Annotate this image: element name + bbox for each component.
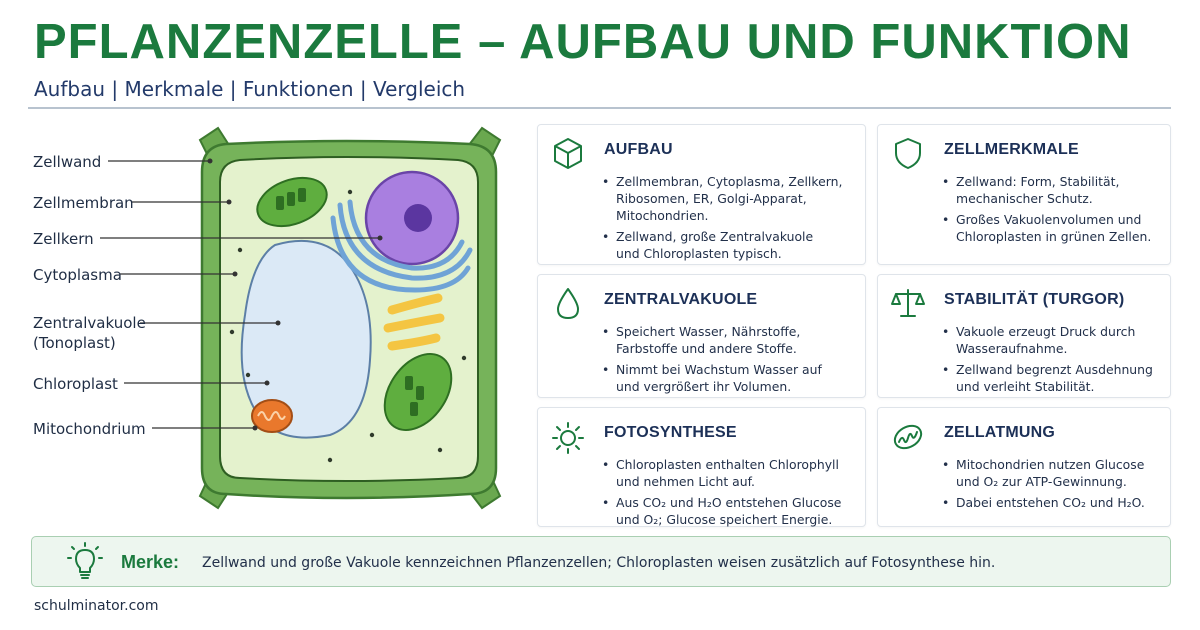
card-zellatmung: ZELLATMUNG Mitochondrien nutzen Glucose … xyxy=(877,407,1171,527)
merke-box: Merke: Zellwand und große Vakuole kennze… xyxy=(31,536,1171,587)
card-title: AUFBAU xyxy=(604,141,673,158)
card-bullets: Zellmembran, Cytoplasma, Zellkern, Ribos… xyxy=(602,173,855,266)
card-bullets: Mitochondrien nutzen Glucose und O₂ zur … xyxy=(942,456,1160,515)
card-title: ZELLMERKMALE xyxy=(944,141,1079,158)
card-bullets: Vakuole erzeugt Druck durch Wasseraufnah… xyxy=(942,323,1160,399)
label-leader-lines xyxy=(100,160,380,429)
label-cytoplasma: Cytoplasma xyxy=(33,266,122,284)
card-bullets: Chloroplasten enthalten Chlorophyll und … xyxy=(602,456,855,532)
merke-text: Zellwand und große Vakuole kennzeichnen … xyxy=(202,555,996,571)
label-zellmembran: Zellmembran xyxy=(33,194,134,212)
shield-icon xyxy=(895,138,921,169)
label-chloroplast: Chloroplast xyxy=(33,375,118,393)
bullet-item: Zellmembran, Cytoplasma, Zellkern, Ribos… xyxy=(602,173,855,224)
card-title: ZENTRALVAKUOLE xyxy=(604,291,758,308)
plant-cell-diagram: Zellwand Zellmembran Zellkern Cytoplasma… xyxy=(0,110,520,530)
card-bullets: Speichert Wasser, Nährstoffe, Farbstoffe… xyxy=(602,323,855,399)
label-zentralvakuole: Zentralvakuole xyxy=(33,314,146,332)
bullet-item: Großes Vakuolenvolumen und Chloroplasten… xyxy=(942,211,1160,245)
card-zentralvakuole: ZENTRALVAKUOLE Speichert Wasser, Nährsto… xyxy=(537,274,866,398)
label-zellwand: Zellwand xyxy=(33,153,102,171)
endoplasmic-reticulum xyxy=(330,199,473,293)
nucleolus xyxy=(404,204,432,232)
bullet-item: Mitochondrien nutzen Glucose und O₂ zur … xyxy=(942,456,1160,490)
card-title: ZELLATMUNG xyxy=(944,424,1056,441)
mitochondrion xyxy=(251,399,293,433)
card-title: STABILITÄT (TURGOR) xyxy=(944,291,1125,308)
bullet-item: Aus CO₂ und H₂O entstehen Glucose und O₂… xyxy=(602,494,855,528)
card-fotosynthese: FOTOSYNTHESE Chloroplasten enthalten Chl… xyxy=(537,407,866,527)
bullet-item: Chloroplasten enthalten Chlorophyll und … xyxy=(602,456,855,490)
bullet-item: Nimmt bei Wachstum Wasser auf und vergrö… xyxy=(602,361,855,395)
chloroplast-1 xyxy=(256,176,328,228)
bullet-item: Zellwand begrenzt Ausdehnung und verleih… xyxy=(942,361,1160,395)
droplet-icon xyxy=(557,288,579,319)
page-title: PFLANZENZELLE – AUFBAU UND FUNKTION xyxy=(34,15,1132,69)
header-divider xyxy=(28,107,1171,109)
merke-label: Merke: xyxy=(121,552,180,572)
scale-icon xyxy=(891,289,925,317)
chloroplast-2 xyxy=(383,353,453,431)
card-zellmerkmale: ZELLMERKMALE Zellwand: Form, Stabilität,… xyxy=(877,124,1171,265)
label-tonoplast: (Tonoplast) xyxy=(33,334,116,352)
card-aufbau: AUFBAU Zellmembran, Cytoplasma, Zellkern… xyxy=(537,124,866,265)
footer-site: schulminator.com xyxy=(34,598,159,614)
ribosome-dots xyxy=(229,189,467,463)
card-stabilitaet: STABILITÄT (TURGOR) Vakuole erzeugt Druc… xyxy=(877,274,1171,398)
label-zellkern: Zellkern xyxy=(33,230,94,248)
lightbulb-icon xyxy=(67,542,103,579)
label-leader-dots xyxy=(207,158,383,431)
card-title: FOTOSYNTHESE xyxy=(604,424,737,441)
plant-cell-illustration xyxy=(100,126,502,510)
cube-icon xyxy=(554,138,582,169)
bullet-item: Dabei entstehen CO₂ und H₂O. xyxy=(942,494,1160,511)
label-mitochondrium: Mitochondrium xyxy=(33,420,146,438)
card-bullets: Zellwand: Form, Stabilität, mechanischer… xyxy=(942,173,1160,249)
sun-icon xyxy=(552,422,584,454)
page-subtitle: Aufbau | Merkmale | Funktionen | Verglei… xyxy=(34,77,466,101)
bullet-item: Zellwand: Form, Stabilität, mechanischer… xyxy=(942,173,1160,207)
bullet-item: Vakuole erzeugt Druck durch Wasseraufnah… xyxy=(942,323,1160,357)
bullet-item: Speichert Wasser, Nährstoffe, Farbstoffe… xyxy=(602,323,855,357)
mitochondrion-icon xyxy=(893,424,923,450)
bullet-item: Zellwand, große Zentralvakuole und Chlor… xyxy=(602,228,855,262)
golgi-apparatus xyxy=(383,293,445,351)
